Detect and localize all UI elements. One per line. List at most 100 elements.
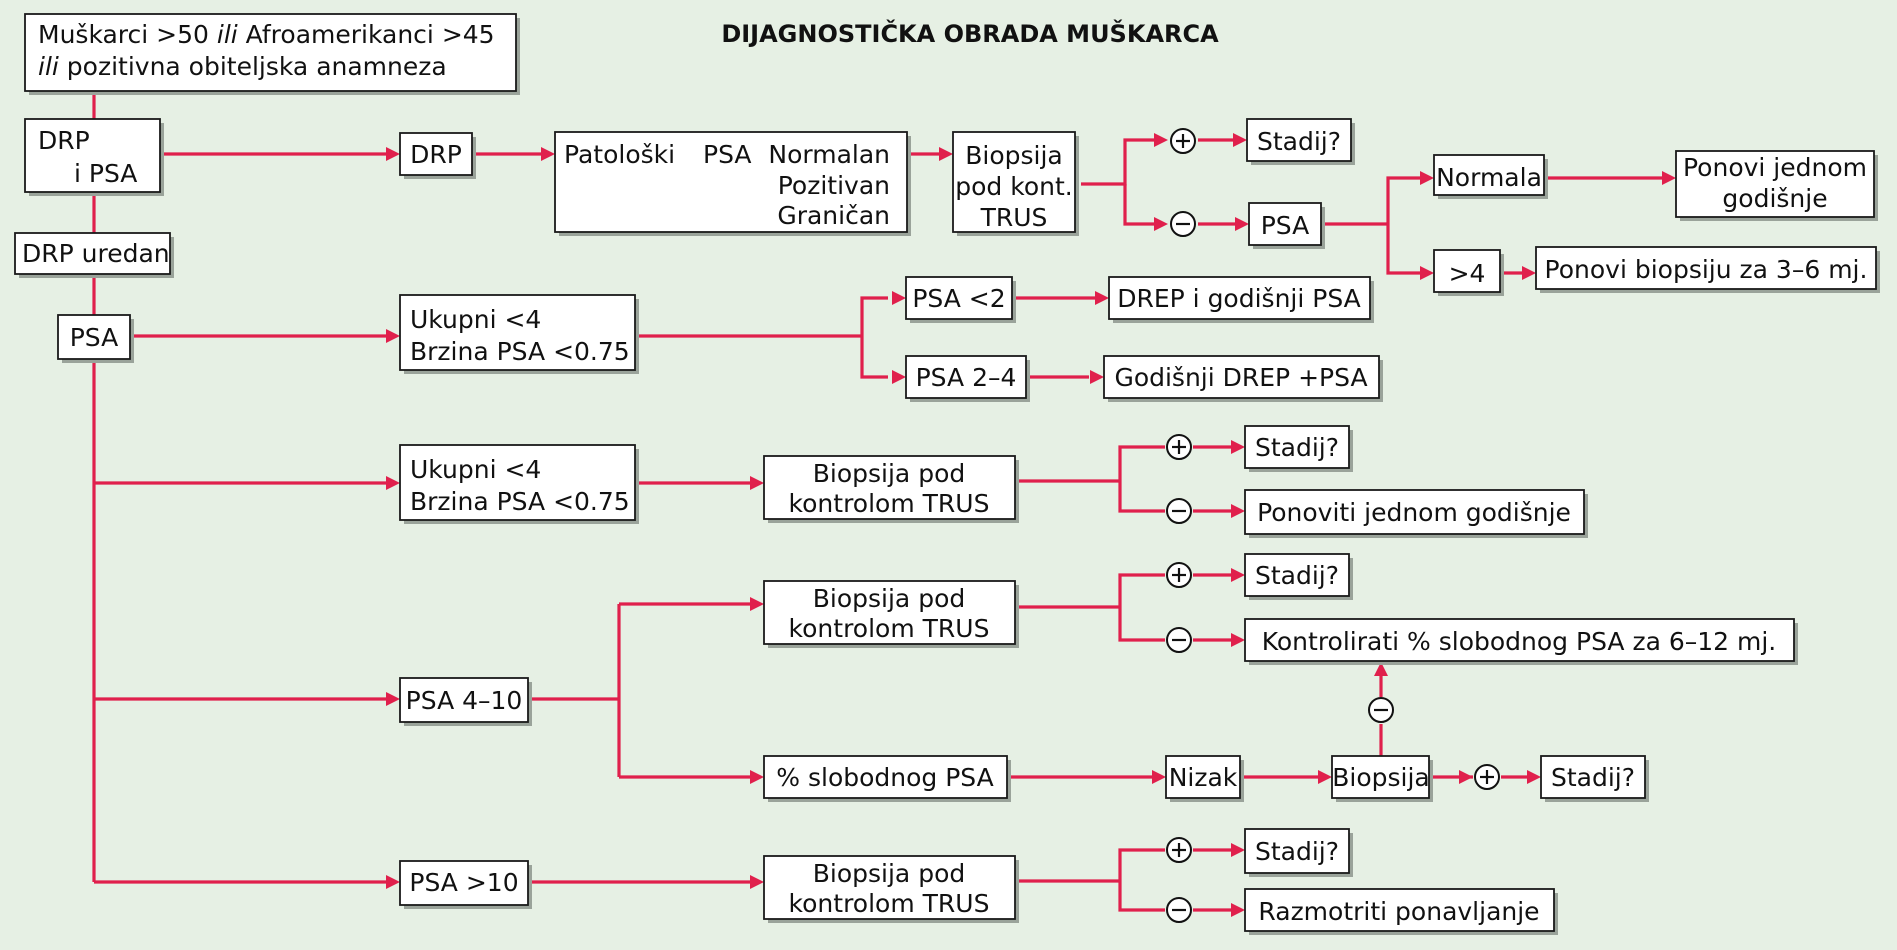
psa-2-4-box: PSA 2–4 [905,355,1030,402]
normalan-label: Normalan [768,140,890,169]
psa-main-label: PSA [70,323,119,352]
biopsija-label: Biopsija [1332,763,1430,792]
normala-box: Normala [1433,154,1548,199]
minus-icon [1166,498,1192,524]
svg-text:Muškarci >50 ili Afroamerikanc: Muškarci >50 ili Afroamerikanci >45 [38,20,495,49]
drp-psa-line2: i PSA [74,159,137,188]
plus-icon [1166,434,1192,460]
biopsija-box: Biopsija [1331,755,1433,802]
psa-lt2-label: PSA <2 [912,284,1005,313]
minus-icon [1368,697,1394,723]
pozitivan-label: Pozitivan [778,171,890,200]
nizak-label: Nizak [1169,763,1238,792]
stadij-box: Stadij? [1244,425,1353,472]
granican-label: Graničan [777,201,890,230]
kontrolom-trus-label: kontrolom TRUS [789,489,990,518]
psa-followup-box: PSA [1248,202,1325,249]
biopsija-pod-label: Biopsija pod [813,459,965,488]
drep-godisnji-box: DREP i godišnji PSA [1108,276,1374,323]
arrowheads [386,133,1676,917]
psa-gt10-label: PSA >10 [409,868,518,897]
gt4-box: >4 [1433,249,1504,296]
ponoviti-godisnje-label: Ponoviti jednom godišnje [1257,498,1571,527]
kontrolirati-box: Kontrolirati % slobodnog PSA za 6–12 mj. [1244,618,1798,665]
entry-criteria-box: Muškarci >50 ili Afroamerikanci >45 ili … [24,13,520,95]
brzina-label: Brzina PSA <0.75 [410,487,630,516]
drp-psa-box: DRP i PSA [24,118,164,196]
stadij-label: Stadij? [1255,433,1339,462]
svg-text:ili pozitivna obiteljska anamn: ili pozitivna obiteljska anamneza [38,52,447,81]
kontrolirati-label: Kontrolirati % slobodnog PSA za 6–12 mj. [1262,627,1777,656]
drp-box: DRP [399,132,476,179]
minus-icon [1170,211,1196,237]
razmotriti-box: Razmotriti ponavljanje [1244,888,1558,935]
ukupni-box-2: Ukupni <4 Brzina PSA <0.75 [399,444,639,524]
ponovi-biopsiju-box: Ponovi biopsiju za 3–6 mj. [1535,246,1880,293]
minus-icon [1166,897,1192,923]
entry-or-2: ili [38,52,59,81]
entry-or-1: ili [217,20,238,49]
psa-category-label: PSA [703,140,752,169]
entry-line1-b: Afroamerikanci >45 [238,20,495,49]
brzina-label: Brzina PSA <0.75 [410,337,630,366]
normala-label: Normala [1436,163,1542,192]
psa-gt10-box: PSA >10 [399,860,532,909]
entry-line1-a: Muškarci >50 [38,20,217,49]
plus-icon [1166,837,1192,863]
ponovi-godisnje-line1: Ponovi jednom [1683,153,1867,182]
biopsija-pod-label: Biopsija pod [813,859,965,888]
patoloski-box: Patološki PSA Normalan Pozitivan Graniča… [554,131,911,236]
stadij-box: Stadij? [1244,553,1353,600]
ponovi-godisnje-box: Ponovi jednom godišnje [1675,150,1878,221]
drp-psa-line1: DRP [38,126,90,155]
entry-line2: pozitivna obiteljska anamneza [59,52,447,81]
ukupni-box-1: Ukupni <4 Brzina PSA <0.75 [399,294,639,374]
stadij-box: Stadij? [1246,118,1355,165]
ukupni-label: Ukupni <4 [410,305,541,334]
psa-4-10-box: PSA 4–10 [399,677,532,726]
slobodnog-psa-label: % slobodnog PSA [776,763,993,792]
drp-label: DRP [410,140,462,169]
diagram-title: DIJAGNOSTIČKA OBRADA MUŠKARCA [721,18,1219,48]
biopsija-trus-box-3: Biopsija pod kontrolom TRUS [763,855,1019,923]
ponovi-biopsiju-label: Ponovi biopsiju za 3–6 mj. [1545,255,1868,284]
biopsija-kont-box: Biopsija pod kont. TRUS [952,131,1079,236]
kontrolom-trus-label: kontrolom TRUS [789,614,990,643]
gt4-label: >4 [1449,259,1486,288]
stadij-label: Stadij? [1255,561,1339,590]
stadij-label: Stadij? [1257,127,1341,156]
psa-2-4-label: PSA 2–4 [916,363,1017,392]
drp-uredan-label: DRP uredan [22,239,170,268]
psa-main-box: PSA [57,314,134,363]
ukupni-label: Ukupni <4 [410,455,541,484]
drp-uredan-box: DRP uredan [14,232,174,278]
stadij-label: Stadij? [1255,837,1339,866]
plus-icon [1474,764,1500,790]
psa-followup-label: PSA [1261,211,1310,240]
psa-4-10-label: PSA 4–10 [406,686,523,715]
ponoviti-godisnje-box: Ponoviti jednom godišnje [1244,489,1588,538]
biopsija-pod-label: Biopsija pod [813,584,965,613]
stadij-label: Stadij? [1551,763,1635,792]
drep-godisnji-label: DREP i godišnji PSA [1117,284,1361,313]
stadij-box: Stadij? [1540,755,1649,802]
patoloski-label: Patološki [564,140,675,169]
biopsija-kont-line2: pod kont. [955,172,1072,201]
connectors [92,92,1662,912]
godisnji-drep-box: Godišnji DREP +PSA [1103,355,1383,402]
minus-icon [1166,627,1192,653]
biopsija-trus-box-2: Biopsija pod kontrolom TRUS [763,580,1019,648]
godisnji-drep-label: Godišnji DREP +PSA [1114,363,1367,392]
ponovi-godisnje-line2: godišnje [1722,184,1827,213]
nizak-box: Nizak [1165,755,1244,802]
psa-lt2-box: PSA <2 [905,276,1016,323]
razmotriti-label: Razmotriti ponavljanje [1258,897,1539,926]
biopsija-trus-box-1: Biopsija pod kontrolom TRUS [763,455,1019,523]
stadij-box: Stadij? [1244,828,1353,877]
plus-icon [1166,562,1192,588]
plus-icon [1170,128,1196,154]
kontrolom-trus-label: kontrolom TRUS [789,889,990,918]
slobodnog-psa-box: % slobodnog PSA [763,755,1011,802]
biopsija-kont-line1: Biopsija [965,141,1063,170]
